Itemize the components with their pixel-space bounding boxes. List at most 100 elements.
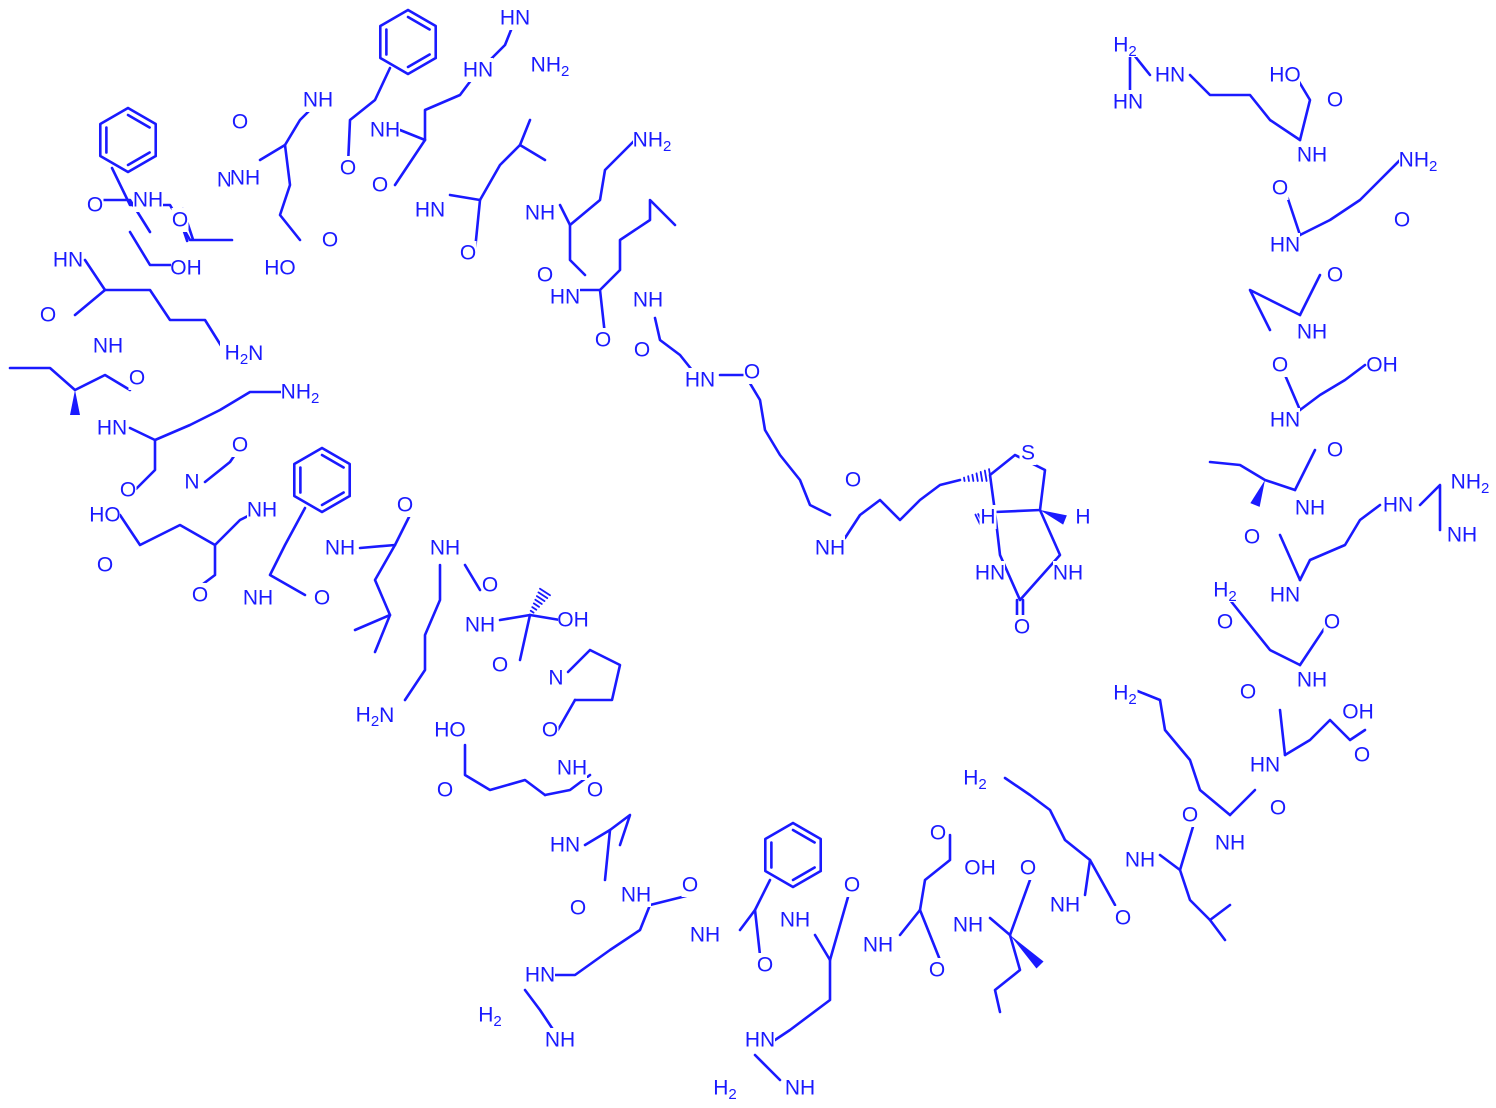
label-backdrop	[93, 334, 123, 358]
amide-nh: NH	[1297, 669, 1327, 692]
label-backdrop	[435, 718, 465, 742]
pro-ring	[566, 648, 622, 702]
label-backdrop	[1050, 893, 1080, 917]
imine-nh: HN	[1113, 91, 1143, 114]
label-backdrop	[633, 288, 663, 312]
arg1-side	[553, 903, 652, 977]
label-backdrop	[681, 873, 699, 897]
amide-nh: HN	[1383, 494, 1413, 517]
amide-nh: NH	[1297, 321, 1327, 344]
gly2	[653, 316, 702, 382]
label-backdrop	[370, 118, 400, 142]
carbonyl-o: O	[1272, 354, 1288, 377]
label-backdrop	[265, 256, 295, 280]
carbonyl-o: O	[542, 719, 558, 742]
amide-nh: NH	[953, 914, 983, 937]
amide-nh: NH	[370, 119, 400, 142]
carbonyl-o: O	[634, 339, 650, 362]
carbonyl-o: O	[930, 822, 946, 845]
carbonyl-o: O	[1327, 89, 1343, 112]
aromatic-inner-bond	[791, 866, 816, 882]
label-backdrop	[313, 586, 331, 610]
amide-nh: NH	[1050, 894, 1080, 917]
ile2-side	[988, 916, 1022, 1014]
carbonyl-o: O	[232, 111, 248, 134]
leu4-side	[578, 198, 677, 292]
amide-nh: NH	[557, 757, 587, 780]
carbonyl-o: O	[570, 897, 586, 920]
carbonyl-o: O	[1324, 611, 1340, 634]
co	[133, 438, 157, 492]
label-backdrop	[90, 503, 120, 527]
label-backdrop	[281, 380, 319, 404]
carbonyl-o: O	[844, 874, 860, 897]
carbonyl-o: O	[1354, 744, 1370, 767]
label-backdrop	[690, 923, 720, 947]
label-backdrop	[1112, 33, 1138, 57]
urea-co	[1015, 598, 1025, 617]
co	[1008, 878, 1032, 937]
amide-nh: NH	[325, 537, 355, 560]
label-backdrop	[1393, 208, 1411, 232]
carboxyl-oh: HO	[1269, 64, 1301, 87]
subscript-2: 2	[1228, 588, 1236, 605]
label-backdrop	[569, 896, 587, 920]
label-backdrop	[863, 933, 893, 957]
carboxyl-oh: HO	[89, 504, 121, 527]
stereo-h-bond	[1040, 510, 1067, 525]
carbonyl-o: O	[537, 264, 553, 287]
co	[1228, 788, 1257, 817]
lys5-side	[1133, 688, 1232, 817]
phe-ring-3	[763, 821, 823, 889]
amide-nh: HN	[550, 286, 580, 309]
carboxyl-oh: HO	[264, 257, 296, 280]
imine-nh: HN	[500, 7, 530, 30]
carbonyl-o: O	[587, 779, 603, 802]
subscript-2: 2	[1128, 43, 1136, 60]
label-backdrop	[525, 963, 555, 987]
stereo-h: H	[1075, 506, 1090, 529]
co	[1283, 373, 1302, 412]
label-backdrop	[53, 248, 83, 272]
amide-nh: HN	[550, 834, 580, 857]
val2-side	[1248, 288, 1302, 332]
hydroxyl: OH	[557, 609, 589, 632]
carbonyl-o: O	[1240, 681, 1256, 704]
label-backdrop	[133, 188, 163, 212]
glu2-side	[463, 743, 547, 797]
label-backdrop	[633, 338, 651, 362]
label-backdrop	[1112, 681, 1138, 705]
phe-ring-4	[378, 8, 438, 76]
ile3-side	[1208, 460, 1297, 492]
carbonyl-o: O	[482, 574, 498, 597]
amide-nh: HN	[975, 562, 1005, 585]
amide-nh: NH	[230, 167, 260, 190]
label-backdrop	[525, 201, 555, 225]
leu1-backbone	[358, 513, 412, 550]
label-backdrop	[303, 88, 333, 112]
amide-nh: NH	[243, 587, 273, 610]
hash-lines	[529, 587, 551, 614]
aromatic-inner-bond	[320, 453, 345, 469]
label-backdrop	[965, 856, 995, 880]
label-backdrop	[1113, 90, 1143, 114]
label-backdrop	[550, 285, 580, 309]
co	[828, 888, 852, 962]
amide-nh: NH	[430, 537, 460, 560]
label-backdrop	[119, 478, 137, 502]
carbonyl-o: O	[1270, 797, 1286, 820]
amide-nh: NH	[1053, 562, 1083, 585]
subscript-2: 2	[1481, 480, 1489, 497]
label-backdrop	[243, 586, 273, 610]
amide-nh: HN	[1270, 234, 1300, 257]
label-backdrop	[531, 53, 569, 77]
co	[1278, 708, 1287, 757]
carbonyl-o: O	[1272, 177, 1288, 200]
label-backdrop	[712, 1076, 738, 1100]
amide-nh: HN	[745, 1029, 775, 1052]
guanidine	[1418, 483, 1442, 532]
label-backdrop	[1270, 583, 1300, 607]
subscript-2: 2	[1429, 158, 1437, 175]
label-backdrop	[247, 498, 277, 522]
